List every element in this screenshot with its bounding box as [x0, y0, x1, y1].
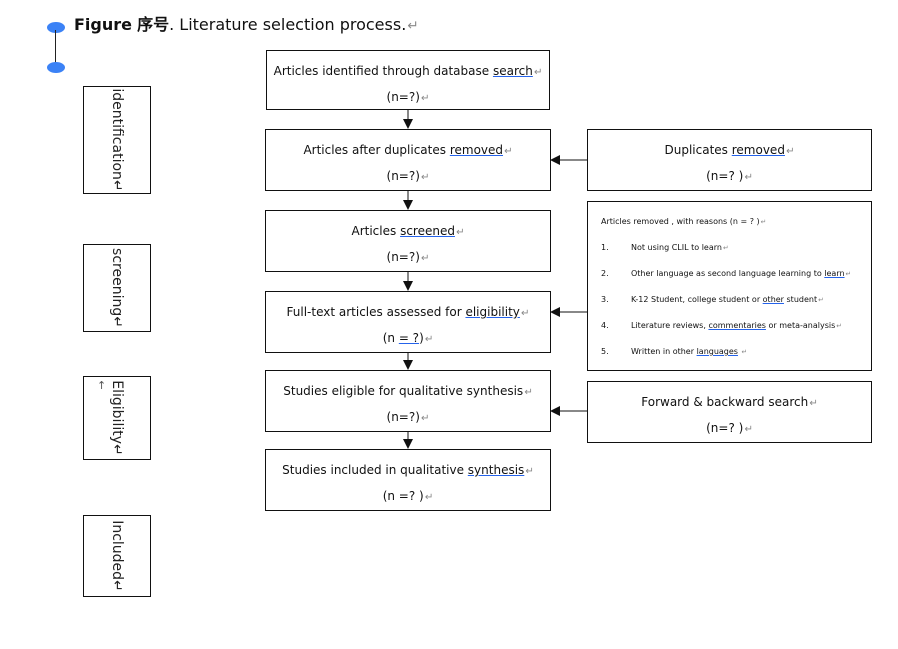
- reason-item: 3.K-12 Student, college student or other…: [601, 295, 824, 304]
- stray-mark: ↑: [97, 379, 107, 392]
- box-removal-reasons: Articles removed , with reasons (n = ? )…: [587, 201, 872, 371]
- figure-caption: Figure 序号. Literature selection process.…: [74, 11, 419, 35]
- reasons-heading: Articles removed , with reasons (n = ? ): [601, 217, 760, 226]
- box-duplicates-removed: Duplicates removed↵ (n=? )↵: [587, 129, 872, 191]
- stage-included: Included↵: [83, 515, 151, 597]
- figure-number: 序号: [137, 15, 170, 34]
- box-after-duplicates: Articles after duplicates removed↵ (n=?)…: [265, 129, 551, 191]
- paragraph-mark: ↵: [407, 18, 419, 34]
- box-full-text: Full-text articles assessed for eligibil…: [265, 291, 551, 353]
- stage-eligibility: Eligibility↵: [83, 376, 151, 460]
- reason-item: 2.Other language as second language lear…: [601, 269, 852, 278]
- box-identified: Articles identified through database sea…: [266, 50, 550, 110]
- figure-label: Figure: [74, 15, 132, 34]
- stage-screening: screening↵: [83, 244, 151, 332]
- reason-item: 5.Written in other languages ↵: [601, 347, 748, 356]
- box-forward-backward: Forward & backward search↵ (n=? )↵: [587, 381, 872, 443]
- box-screened: Articles screened↵ (n=?)↵: [265, 210, 551, 272]
- figure-caption-text: . Literature selection process.: [169, 15, 407, 34]
- selection-handle-line: [55, 30, 56, 68]
- selection-handle-top[interactable]: [47, 22, 65, 33]
- box-eligible: Studies eligible for qualitative synthes…: [265, 370, 551, 432]
- stage-identification: identification↵: [83, 86, 151, 194]
- box-included: Studies included in qualitative synthesi…: [265, 449, 551, 511]
- reason-item: 1.Not using CLIL to learn↵: [601, 243, 729, 252]
- reason-item: 4.Literature reviews, commentaries or me…: [601, 321, 842, 330]
- selection-handle-bottom[interactable]: [47, 62, 65, 73]
